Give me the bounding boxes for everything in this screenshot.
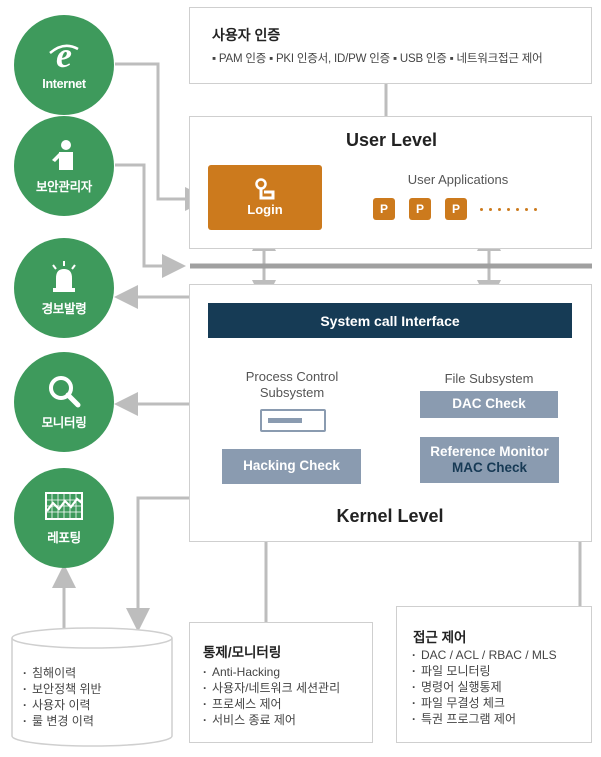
list-item: 사용자/네트워크 세션관리	[202, 680, 340, 696]
app-box-2: P	[409, 198, 431, 220]
app-box-1: P	[373, 198, 395, 220]
file-subsystem-label: File Subsystem	[444, 371, 534, 386]
ellipsis-dot	[525, 208, 528, 211]
list-item: Anti-Hacking	[202, 664, 340, 680]
ellipsis-dot	[507, 208, 510, 211]
reporting-node: 레포팅	[14, 468, 114, 568]
user-auth-items: ▪ PAM 인증 ▪ PKI 인증서, ID/PW 인증 ▪ USB 인증 ▪ …	[212, 53, 543, 65]
app-box-3: P	[445, 198, 467, 220]
alarm-siren-icon	[52, 260, 76, 292]
process-control-label: Process Control Subsystem	[245, 369, 339, 400]
ellipsis-dot	[489, 208, 492, 211]
alarm-node: 경보발령	[14, 238, 114, 338]
security-admin-label: 보안관리자	[35, 179, 92, 194]
access-control-panel: 접근 제어 DAC / ACL / RBAC / MLS 파일 모니터링 명령어…	[396, 606, 592, 743]
reference-monitor-box: Reference Monitor MAC Check	[420, 437, 559, 483]
ellipsis-dot	[534, 208, 537, 211]
process-device-icon	[260, 409, 326, 432]
kernel-level-title: Kernel Level	[336, 506, 444, 526]
admin-person-icon	[52, 139, 73, 170]
ellipsis-dot	[480, 208, 483, 211]
reference-monitor-label: Reference Monitor	[430, 443, 549, 459]
list-item: 룰 변경 이력	[22, 713, 102, 729]
access-control-list: DAC / ACL / RBAC / MLS 파일 모니터링 명령어 실행통제 …	[411, 647, 557, 727]
list-item: 특권 프로그램 제어	[411, 711, 557, 727]
login-key-icon	[255, 178, 275, 200]
list-item: 파일 모니터링	[411, 663, 557, 679]
monitoring-node: 모니터링	[14, 352, 114, 452]
login-label: Login	[247, 202, 283, 217]
ellipsis-dot	[516, 208, 519, 211]
control-monitoring-title: 통제/모니터링	[203, 645, 282, 660]
user-level-title: User Level	[345, 130, 438, 150]
list-item: 명령어 실행통제	[411, 679, 557, 695]
alarm-label: 경보발령	[41, 301, 87, 316]
ie-icon: e	[49, 39, 79, 73]
magnifier-icon	[49, 375, 81, 407]
report-chart-icon	[45, 491, 83, 520]
control-monitoring-list: Anti-Hacking 사용자/네트워크 세션관리 프로세스 제어 서비스 종…	[202, 664, 340, 728]
system-call-interface: System call Interface	[208, 303, 572, 338]
list-item: 서비스 종료 제어	[202, 712, 340, 728]
list-item: 사용자 이력	[22, 697, 102, 713]
list-item: DAC / ACL / RBAC / MLS	[411, 647, 557, 663]
user-applications-label: User Applications	[407, 172, 509, 187]
monitoring-label: 모니터링	[41, 415, 87, 430]
user-auth-title: 사용자 인증	[212, 27, 281, 43]
list-item: 보안정책 위반	[22, 681, 102, 697]
internet-node: e Internet	[14, 15, 114, 115]
mac-check-label: MAC Check	[451, 460, 527, 475]
database-history-list: 침해이력 보안정책 위반 사용자 이력 룰 변경 이력	[22, 665, 102, 729]
dac-check-box: DAC Check	[420, 391, 558, 418]
user-auth-panel: 사용자 인증 ▪ PAM 인증 ▪ PKI 인증서, ID/PW 인증 ▪ US…	[189, 7, 592, 84]
svg-text:e: e	[56, 39, 72, 73]
ellipsis-dot	[498, 208, 501, 211]
login-box: Login	[208, 165, 322, 230]
reporting-label: 레포팅	[47, 530, 81, 545]
control-monitoring-panel: 통제/모니터링 Anti-Hacking 사용자/네트워크 세션관리 프로세스 …	[189, 622, 373, 743]
hacking-check-box: Hacking Check	[222, 449, 361, 484]
list-item: 프로세스 제어	[202, 696, 340, 712]
list-item: 파일 무결성 체크	[411, 695, 557, 711]
access-control-title: 접근 제어	[413, 630, 467, 645]
list-item: 침해이력	[22, 665, 102, 681]
internet-label: Internet	[42, 77, 86, 91]
security-admin-node: 보안관리자	[14, 116, 114, 216]
